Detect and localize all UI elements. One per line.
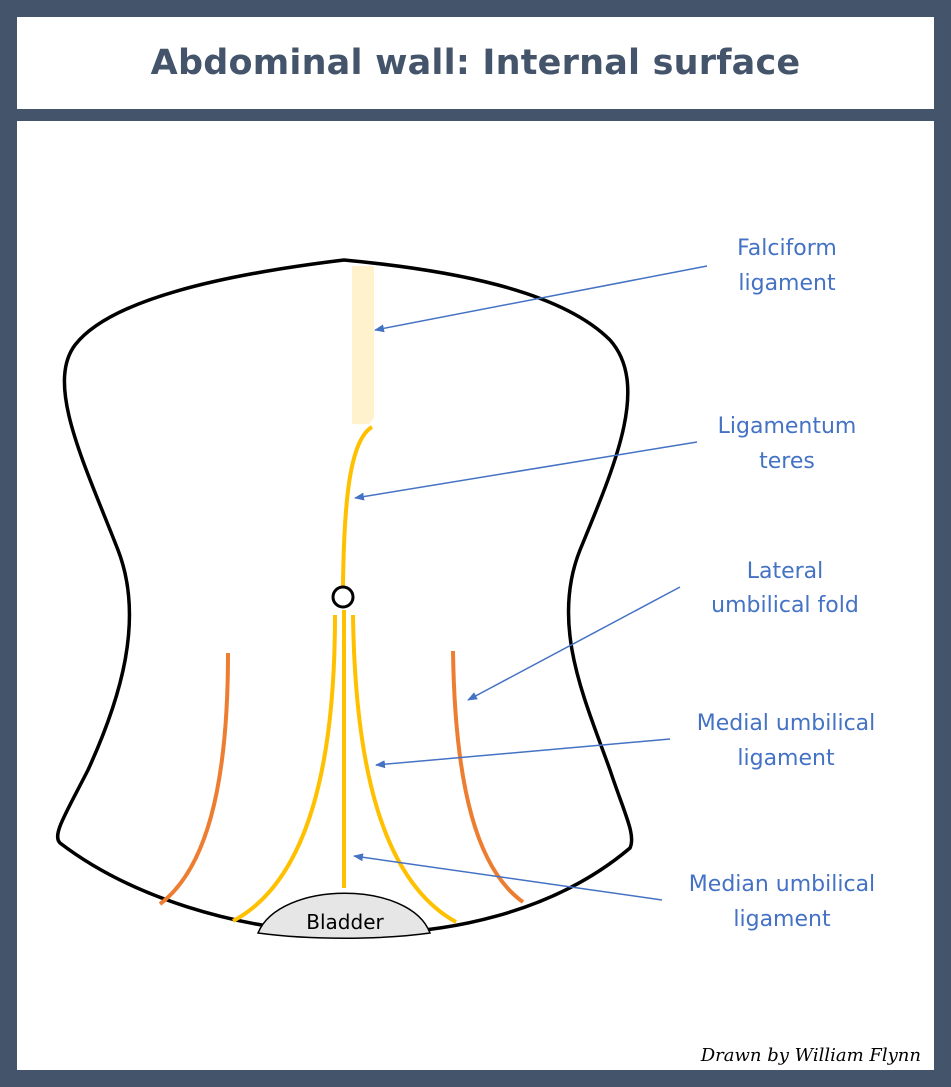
medial-label-line2: ligament	[737, 746, 835, 771]
lateral-fold-pointer-arrow	[468, 587, 680, 700]
lateral-fold-label: Lateral umbilical fold	[711, 559, 859, 618]
median-label-line2: ligament	[733, 907, 831, 932]
medial-umbilical-ligament-right	[353, 615, 456, 922]
lateral-label-line2: umbilical fold	[711, 593, 859, 618]
medial-label-line1: Medial umbilical	[697, 711, 876, 736]
teres-label-line1: Ligamentum	[718, 414, 857, 439]
bladder-label: Bladder	[306, 910, 384, 934]
falciform-label-line1: Falciform	[737, 236, 837, 261]
author-credit: Drawn by William Flynn	[701, 1045, 921, 1066]
ligamentum-teres	[343, 427, 372, 586]
median-label-line1: Median umbilical	[689, 872, 875, 897]
teres-label: Ligamentum teres	[718, 414, 857, 474]
umbilicus	[333, 587, 353, 607]
medial-ligament-pointer-arrow	[376, 739, 670, 765]
falciform-ligament	[352, 266, 374, 424]
teres-label-line2: teres	[759, 449, 815, 474]
median-ligament-pointer-arrow	[354, 856, 662, 900]
medial-ligament-label: Medial umbilical ligament	[697, 711, 876, 771]
falciform-label: Falciform ligament	[737, 236, 837, 296]
medial-umbilical-ligament-left	[233, 615, 335, 921]
median-ligament-label: Median umbilical ligament	[689, 872, 875, 932]
falciform-pointer-arrow	[375, 266, 707, 330]
lateral-umbilical-fold-left	[160, 653, 228, 904]
teres-pointer-arrow	[355, 442, 697, 498]
lateral-label-line1: Lateral	[747, 559, 824, 584]
falciform-label-line2: ligament	[738, 271, 836, 296]
